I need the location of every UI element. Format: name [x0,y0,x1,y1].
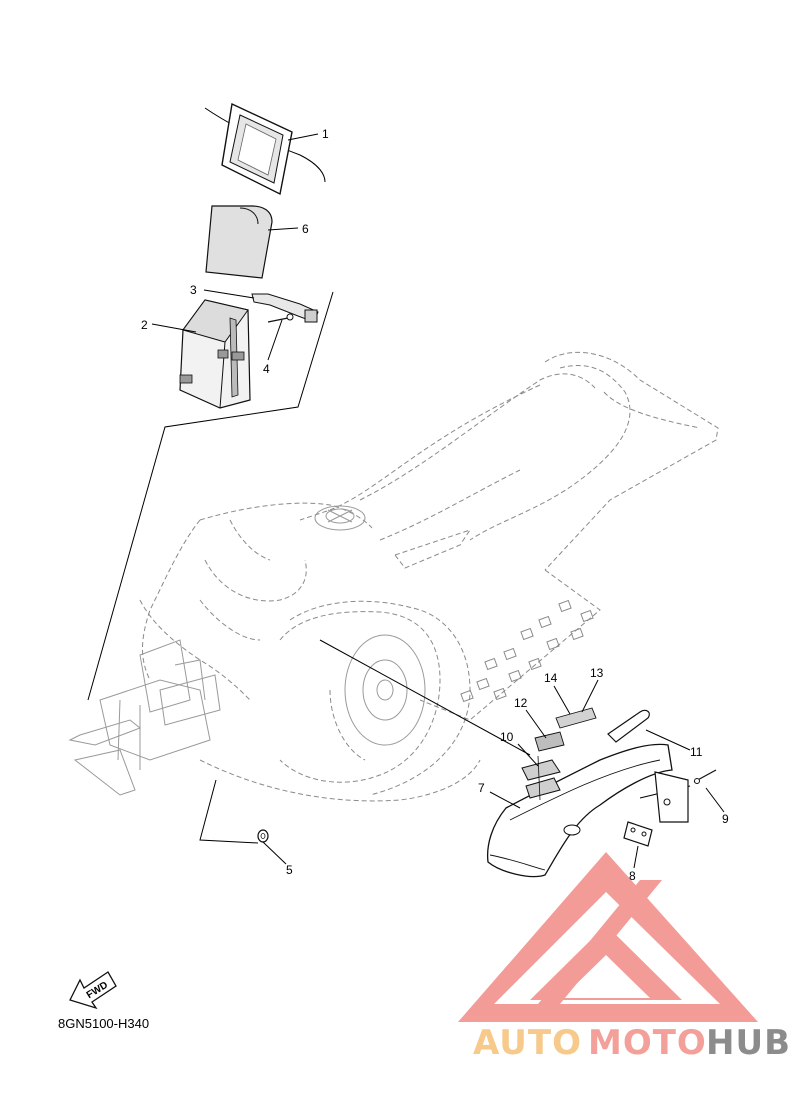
callout-7: 7 [478,781,485,795]
part-3-bracket [251,293,319,323]
part-2-box [179,299,251,409]
part-10-clip [521,755,561,801]
part-5-washer [257,829,269,843]
callout-9: 9 [722,812,729,826]
callout-leader-lines [151,133,725,869]
forward-arrow-icon: FWD [69,971,117,1010]
part-11-rod [607,709,650,743]
part-14-decal [555,707,597,729]
watermark-auto: AUTO [473,1023,582,1063]
callout-13: 13 [590,666,604,680]
watermark-hub: HUB [706,1023,791,1063]
assembly-boundary-lines [87,291,691,844]
watermark-moto: MOTO [588,1023,707,1063]
diagram-code: 8GN5100-H340 [58,1016,150,1031]
callout-8: 8 [629,869,636,883]
watermark-logo [458,852,758,1022]
part-1-decal-frame [204,102,326,196]
callout-numbers: 1 2 3 4 5 6 7 8 9 10 11 12 13 14 [141,127,729,883]
part-6-cover [205,205,273,279]
callout-14: 14 [544,671,558,685]
tunnel-vents [460,599,594,703]
callout-2: 2 [141,318,148,332]
watermark-text: AUTO MOTO HUB [473,1023,791,1063]
callout-1: 1 [322,127,329,141]
callout-12: 12 [514,696,528,710]
callout-3: 3 [190,283,197,297]
callout-6: 6 [302,222,309,236]
part-4-screw [267,313,294,323]
part-12-decal [534,731,565,752]
callout-5: 5 [286,863,293,877]
part-7-flap [486,743,689,878]
callout-4: 4 [263,362,270,376]
callout-11: 11 [690,745,703,759]
part-9-pin [693,769,717,784]
part-8-plate [623,821,653,847]
callout-10: 10 [500,730,514,744]
snowmobile-body-outline [68,351,719,802]
